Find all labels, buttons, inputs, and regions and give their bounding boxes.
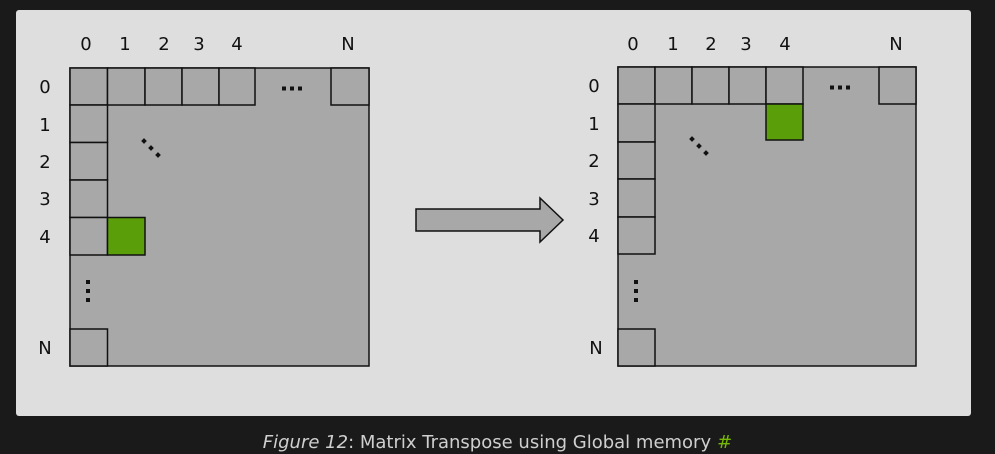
figure-caption: Figure 12: Matrix Transpose using Global… xyxy=(0,432,995,453)
left-col-label-1: 1 xyxy=(119,34,130,55)
right-cell-0-4 xyxy=(765,66,804,105)
left-col-label-3: 3 xyxy=(193,34,204,55)
left-cell-4-0 xyxy=(69,216,109,256)
right-col-label-1: 1 xyxy=(667,34,678,55)
left-cell-2-0 xyxy=(69,141,109,181)
left-cell-N-0 xyxy=(69,328,109,367)
left-cell-0-4 xyxy=(218,67,256,106)
caption-text: : Matrix Transpose using Global memory xyxy=(348,432,712,453)
left-diag-ellipsis xyxy=(141,138,161,158)
right-row-label-4: 4 xyxy=(588,226,599,247)
right-arrow-icon xyxy=(415,196,565,244)
left-row-label-0: 0 xyxy=(39,77,50,98)
left-row-label-N: N xyxy=(38,338,51,359)
left-row-label-3: 3 xyxy=(39,189,50,210)
right-cell-4-0 xyxy=(617,216,656,255)
right-cell-0-3 xyxy=(728,66,767,105)
right-v-ellipsis xyxy=(634,280,638,302)
right-highlight-cell xyxy=(765,103,804,141)
right-col-label-N: N xyxy=(889,34,902,55)
right-cell-0-2 xyxy=(691,66,730,105)
left-row-label-4: 4 xyxy=(39,227,50,248)
right-cell-0-0 xyxy=(617,66,656,105)
left-row-label-2: 2 xyxy=(39,152,50,173)
left-row-label-1: 1 xyxy=(39,115,50,136)
right-col-label-4: 4 xyxy=(779,34,790,55)
left-matrix: 0 1 2 3 4 N 0 1 2 3 4 N xyxy=(38,34,370,367)
left-cell-0-1 xyxy=(106,67,146,106)
left-col-label-N: N xyxy=(341,34,354,55)
left-v-ellipsis xyxy=(86,280,90,302)
right-cell-2-0 xyxy=(617,141,656,180)
permalink-anchor[interactable]: # xyxy=(717,432,733,453)
right-row-label-2: 2 xyxy=(588,151,599,172)
left-cell-0-0 xyxy=(69,67,109,106)
right-col-label-2: 2 xyxy=(705,34,716,55)
left-cell-0-N xyxy=(330,67,370,106)
left-cell-3-0 xyxy=(69,179,109,219)
right-cell-N-0 xyxy=(617,328,656,367)
left-h-ellipsis xyxy=(282,86,302,91)
right-cell-1-0 xyxy=(617,103,656,143)
left-col-label-2: 2 xyxy=(158,34,169,55)
right-cell-0-N xyxy=(878,66,917,105)
right-row-label-0: 0 xyxy=(588,76,599,97)
right-diag-ellipsis xyxy=(689,136,709,156)
right-row-label-1: 1 xyxy=(588,114,599,135)
right-cell-0-1 xyxy=(654,66,693,105)
left-cell-0-3 xyxy=(181,67,220,106)
left-highlight-cell xyxy=(106,216,146,256)
left-col-label-4: 4 xyxy=(231,34,242,55)
right-matrix: 0 1 2 3 4 N 0 1 2 3 4 N xyxy=(588,34,917,367)
right-row-label-N: N xyxy=(589,338,602,359)
left-col-label-0: 0 xyxy=(80,34,91,55)
right-cell-3-0 xyxy=(617,178,656,218)
figure-label: Figure 12 xyxy=(262,432,349,453)
right-h-ellipsis xyxy=(830,85,850,90)
right-row-label-3: 3 xyxy=(588,189,599,210)
left-cell-1-0 xyxy=(69,104,109,144)
left-cell-0-2 xyxy=(144,67,183,106)
right-col-label-3: 3 xyxy=(740,34,751,55)
right-col-label-0: 0 xyxy=(627,34,638,55)
